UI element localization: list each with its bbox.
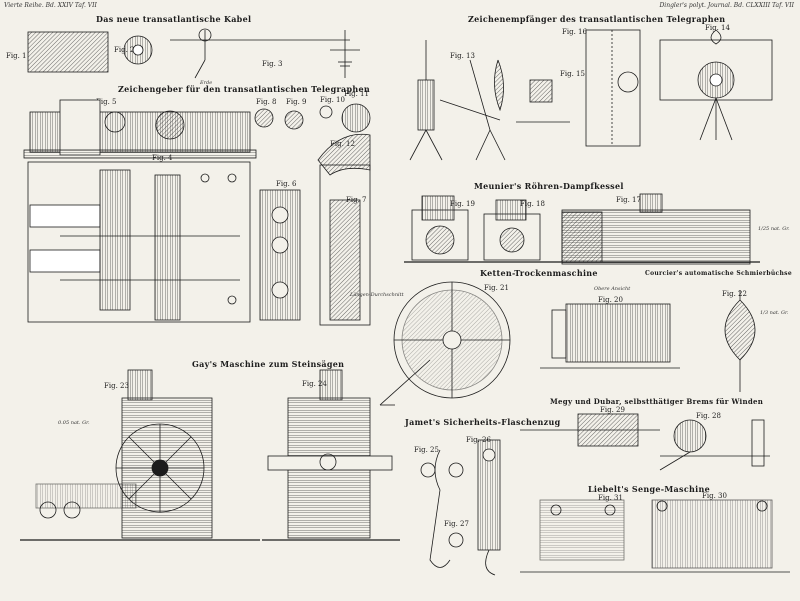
receiver-drawing	[409, 40, 506, 161]
sender-plan-drawing	[27, 161, 251, 323]
fig-label: Fig. 30	[702, 492, 727, 500]
fig-label: Fig. 8	[256, 98, 277, 106]
title-courcier: Courcier's automatische Schmierbüchse	[645, 270, 792, 277]
title-gay: Gay's Maschine zum Steinsägen	[192, 359, 345, 369]
fig-label: Fig. 29	[600, 406, 625, 414]
fig-label: Fig. 9	[286, 98, 307, 106]
plate-header-left: Vierte Reihe. Bd. XXIV Taf. VII	[4, 2, 97, 9]
lubricator-drawing	[724, 290, 756, 392]
drying-wheel-drawing	[379, 281, 511, 406]
fig-label: Fig. 31	[598, 494, 623, 502]
title-megy: Megy und Dubar, selbstthätiger Brems für…	[550, 397, 764, 406]
circuit-drawing	[170, 28, 360, 79]
boiler-drawing	[404, 193, 760, 265]
fig-label: Fig. 21	[484, 284, 509, 292]
title-kabel: Das neue transatlantische Kabel	[96, 14, 252, 24]
fig-label: Fig. 22	[722, 290, 747, 298]
brake-drawing	[520, 413, 770, 471]
scale-note: 1/25 nat. Gr.	[758, 226, 790, 232]
fig-label: Fig. 15	[560, 70, 585, 78]
fig6-drawing	[259, 189, 301, 321]
fig-label: Fig. 5	[96, 98, 117, 106]
fig-label: Fig. 11	[344, 90, 369, 98]
fig-label: Fig. 27	[444, 520, 469, 528]
plate-header-right: Dingler's polyt. Journal. Bd. CLXXIII Ta…	[659, 2, 794, 9]
stone-saw-drawing	[20, 369, 260, 541]
pulley-drawing	[420, 439, 501, 576]
fig-label: Fig. 6	[276, 180, 297, 188]
fig-label: Fig. 19	[450, 200, 475, 208]
fig-label: Fig. 28	[696, 412, 721, 420]
fig14-drawing	[659, 29, 773, 141]
section-note: Längen-Durchschnitt	[350, 292, 404, 298]
fig-label: Fig. 16	[562, 28, 587, 36]
fig-label: Fig. 17	[616, 196, 641, 204]
fig20-drawing	[540, 303, 680, 369]
title-meunier: Meunier's Röhren-Dampfkessel	[474, 181, 624, 191]
fig-label: Fig. 24	[302, 380, 327, 388]
title-jamet: Jamet's Sicherheits-Flaschenzug	[405, 417, 561, 427]
title-geber: Zeichengeber für den transatlantischen T…	[118, 84, 370, 94]
sender-side-drawing	[23, 99, 257, 159]
fig-label: Fig. 14	[705, 24, 730, 32]
fig-label: Fig. 1	[6, 52, 27, 60]
cable-drawing	[27, 31, 153, 73]
scale-note: 0.05 nat. Gr.	[58, 420, 90, 426]
fig7-drawing	[319, 164, 371, 326]
title-empfaenger: Zeichenempfänger des transatlantischen T…	[468, 14, 726, 24]
fig-label: Fig. 13	[450, 52, 475, 60]
view-note: Obere Ansicht	[594, 286, 631, 292]
scale-note: 1/3 nat. Gr.	[760, 310, 789, 316]
fig-label: Fig. 23	[104, 382, 129, 390]
singeing-machine-drawing	[520, 499, 790, 573]
fig-label: Fig. 3	[262, 60, 283, 68]
fig24-drawing	[262, 369, 400, 541]
title-liebelt: Liebelt's Senge-Maschine	[588, 484, 710, 494]
title-ketten: Ketten-Trockenmaschine	[480, 268, 598, 278]
fig-label: Fig. 25	[414, 446, 439, 454]
fig-label: Fig. 18	[520, 200, 545, 208]
earth-note: Erde	[200, 80, 213, 86]
fig-label: Fig. 10	[320, 96, 345, 104]
fig-label: Fig. 20	[598, 296, 623, 304]
